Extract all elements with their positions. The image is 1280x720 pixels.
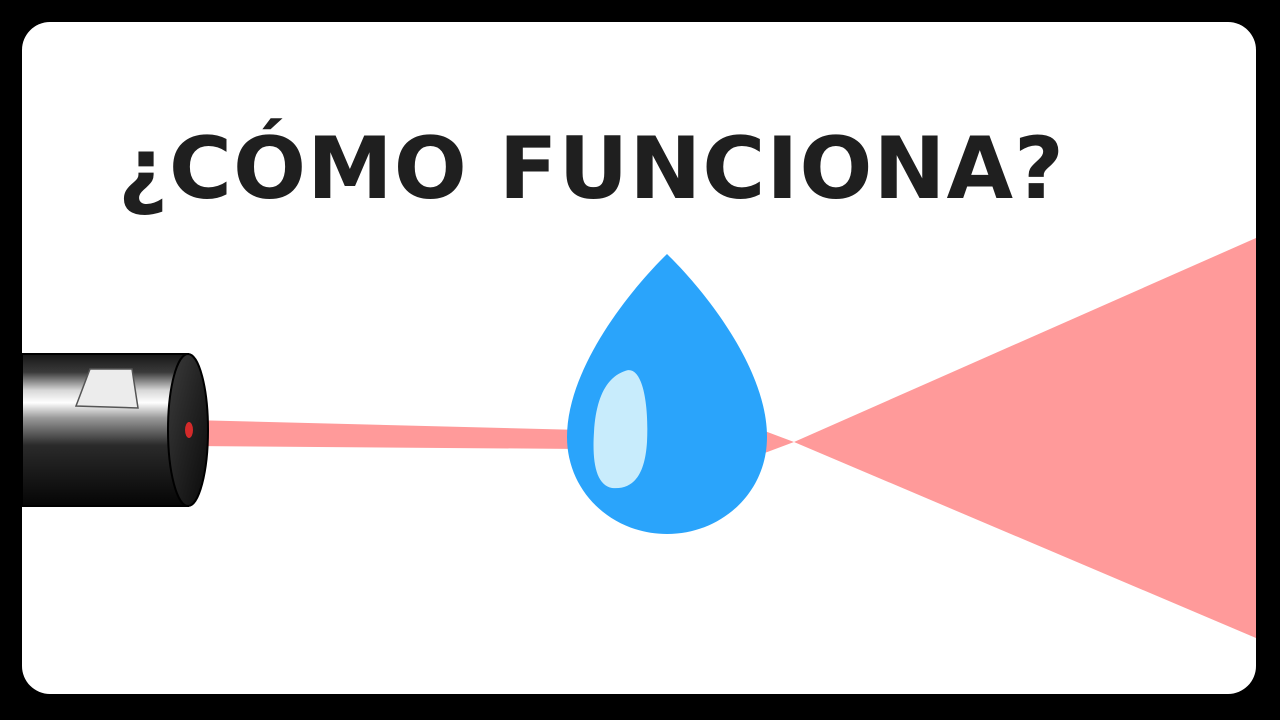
page-title: ¿CÓMO FUNCIONA? [118,119,1065,219]
diverging-light-cone [794,238,1256,638]
water-drop-icon [567,254,767,534]
thumbnail-frame: ¿CÓMO FUNCIONA? [22,22,1256,694]
pointer-label [74,368,139,409]
focus-crossing [762,430,794,454]
laser-pointer-icon [22,353,209,507]
drop-highlight [593,370,648,489]
illustration [22,238,1256,638]
laser-beam [190,420,582,449]
laser-dot [185,422,193,438]
